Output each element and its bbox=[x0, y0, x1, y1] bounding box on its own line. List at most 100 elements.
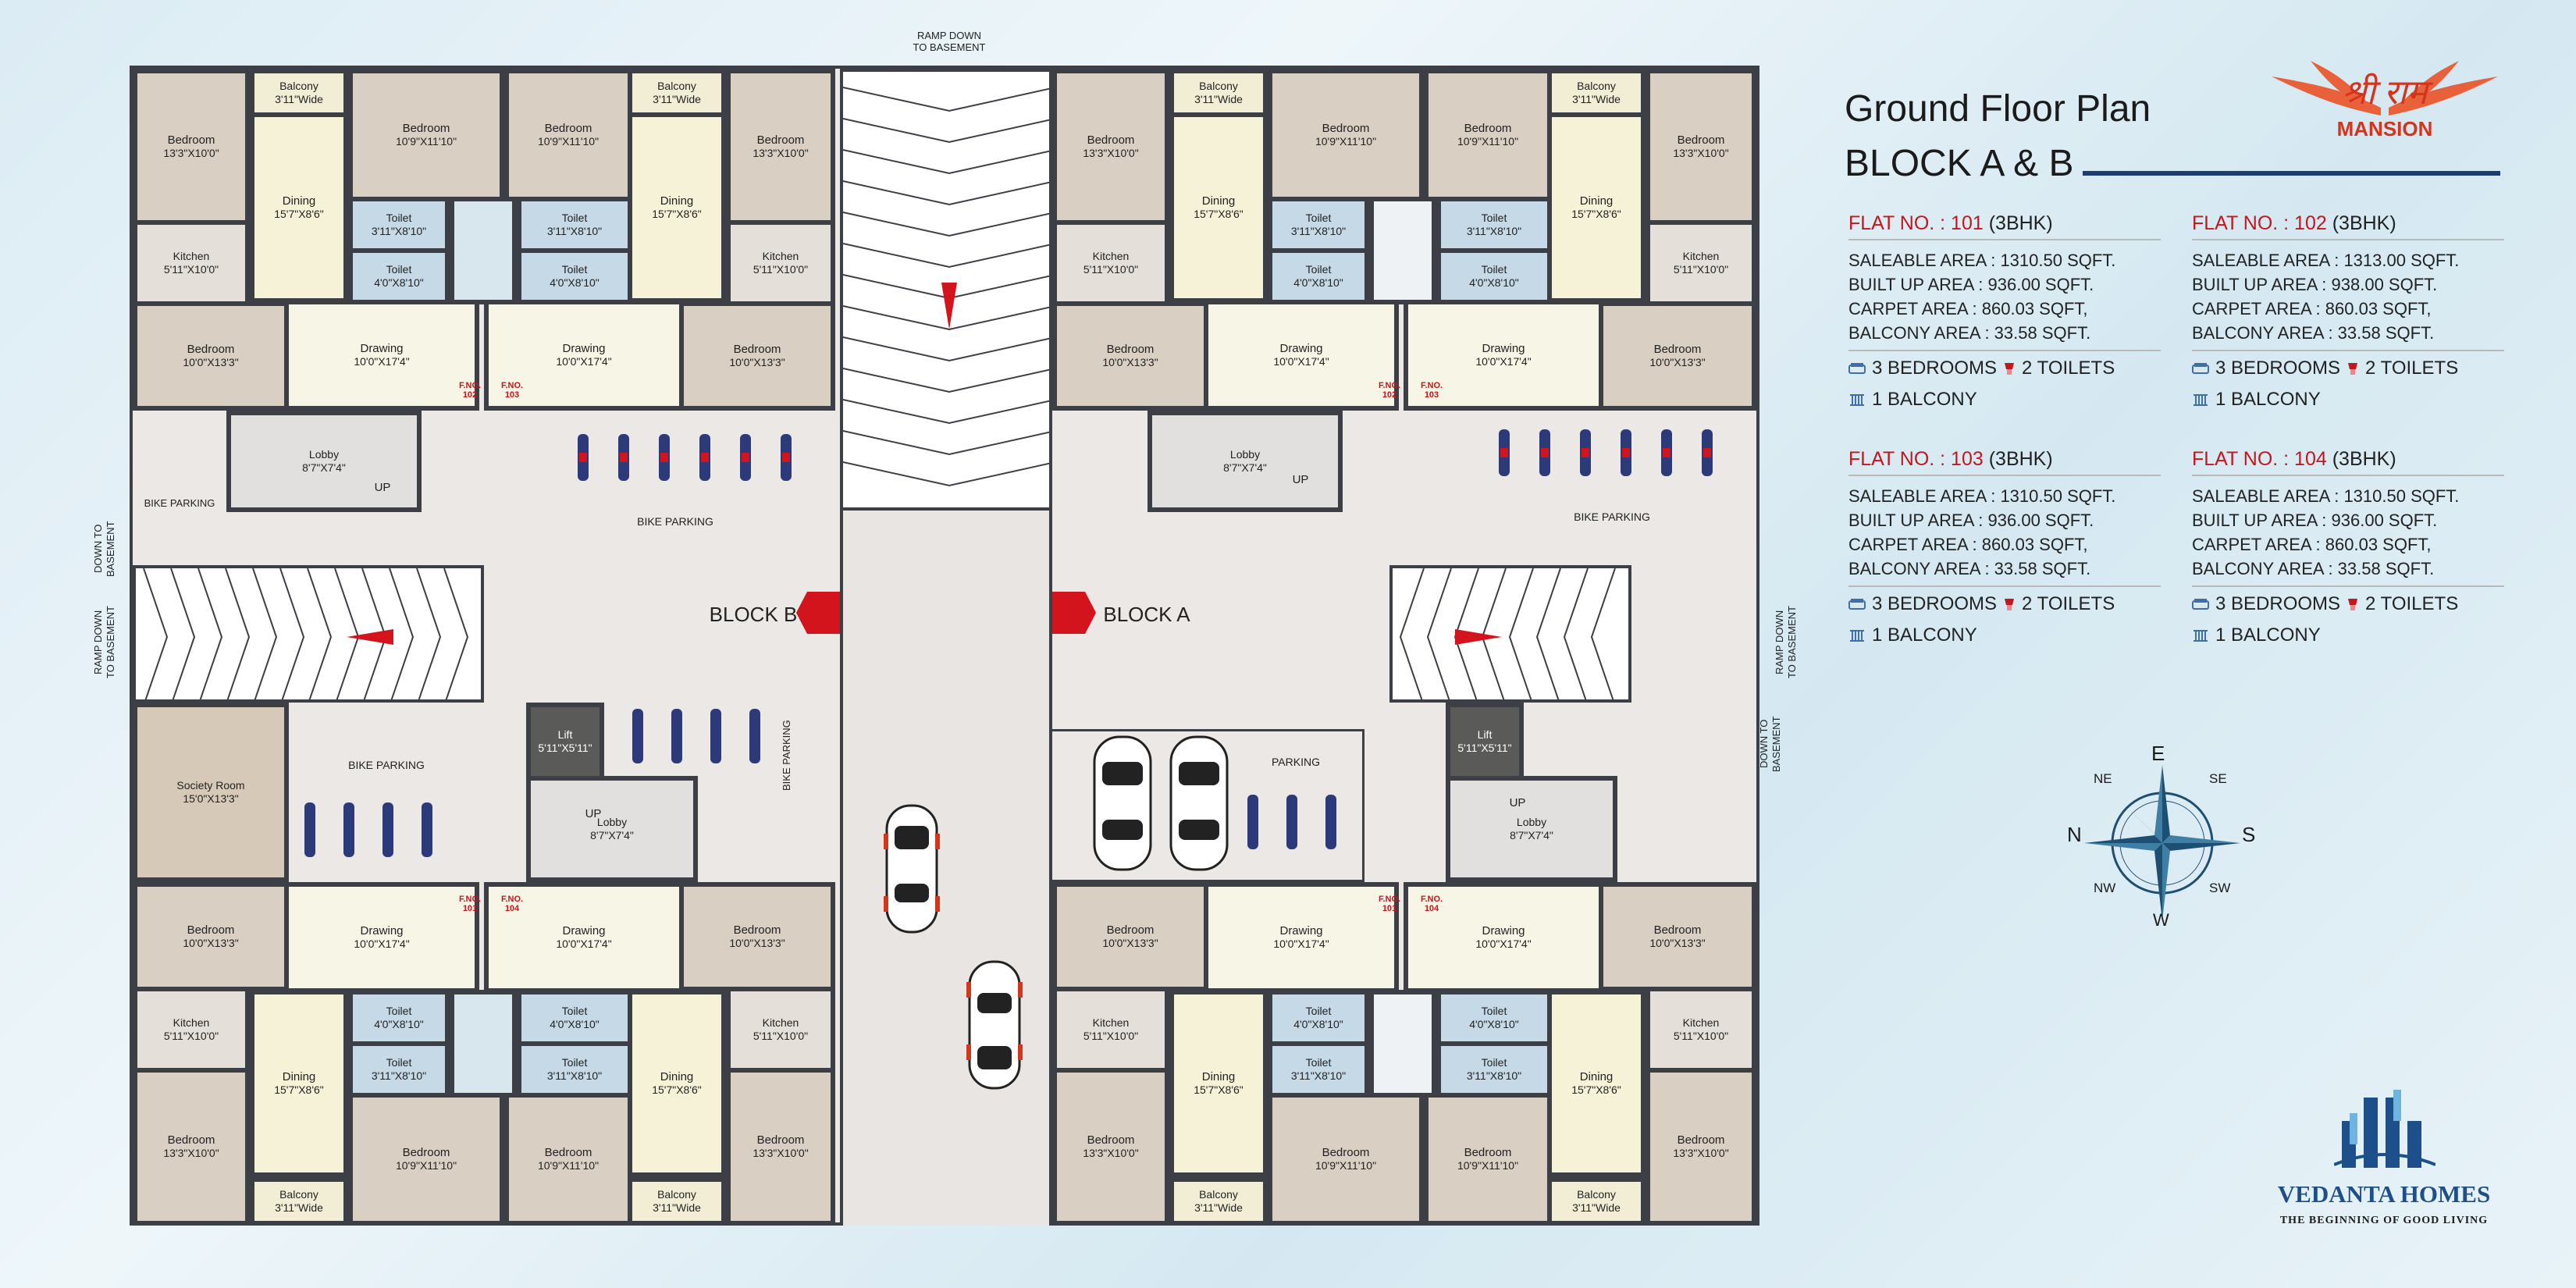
dining-b104: Dining 15'7"X8'6" bbox=[628, 990, 726, 1177]
room-name: Toilet bbox=[1481, 212, 1507, 224]
room-name: Bedroom bbox=[1087, 133, 1135, 147]
room-name: Dining bbox=[1201, 194, 1236, 208]
room-name: Drawing bbox=[1482, 924, 1525, 938]
room-name: Balcony bbox=[1577, 1188, 1616, 1201]
room-dim: 10'9"X11'10" bbox=[537, 135, 600, 148]
compass-sw: SW bbox=[2209, 881, 2231, 895]
room-dim: 5'11"X10'0" bbox=[1083, 263, 1139, 276]
bedroom-a103-3: Bedroom 10'0"X13'3" bbox=[1599, 301, 1756, 411]
room-name: Bedroom bbox=[544, 122, 592, 135]
carpet-area: CARPET AREA : 860.03 SQFT, bbox=[1848, 299, 2088, 318]
bedroom-b104-2: Bedroom 10'9"X11'10" bbox=[504, 1093, 632, 1226]
flat-areas: SALEABLE AREA : 1313.00 SQFT. BUILT UP A… bbox=[2192, 248, 2504, 345]
room-dim: 8'7"X7'4" bbox=[590, 829, 634, 841]
room-name: Toilet bbox=[386, 1005, 412, 1017]
room-dim: 10'0"X17'4" bbox=[556, 938, 612, 950]
room-dim: 13'3"X10'0" bbox=[163, 1147, 219, 1159]
room-name: Bedroom bbox=[733, 343, 781, 356]
bike-parking-label: BIKE PARKING bbox=[144, 497, 215, 509]
room-dim: 15'7"X8'6" bbox=[274, 1083, 324, 1096]
toilet-b104-1: Toilet 4'0"X8'10" bbox=[517, 990, 632, 1046]
bike-parking-label: BIKE PARKING bbox=[348, 759, 425, 771]
builtup-area: BUILT UP AREA : 936.00 SQFT. bbox=[1848, 511, 2094, 530]
room-dim: 5'11"X10'0" bbox=[163, 1030, 219, 1042]
page-subtitle: BLOCK A & B bbox=[1845, 143, 2074, 184]
room-dim: 10'0"X13'3" bbox=[1649, 937, 1706, 949]
room-dim: 15'7"X8'6" bbox=[652, 208, 702, 220]
shaft-a-top bbox=[1369, 197, 1436, 304]
room-dim: 8'7"X7'4" bbox=[1510, 829, 1553, 841]
room-dim: 10'0"X13'3" bbox=[183, 356, 239, 368]
toilet-b103-2: Toilet 4'0"X8'10" bbox=[517, 248, 632, 304]
balcony-icon bbox=[2194, 394, 2208, 406]
room-dim: 10'0"X17'4" bbox=[1475, 938, 1532, 950]
room-dim: 13'3"X10'0" bbox=[1083, 1147, 1139, 1159]
bedroom-a103-2: Bedroom 10'9"X11'10" bbox=[1424, 69, 1552, 201]
toilet-a102-2: Toilet 4'0"X8'10" bbox=[1268, 248, 1369, 304]
mansion-leaf-logo-icon bbox=[2272, 61, 2498, 116]
bedroom-b104-1: Bedroom 13'3"X10'0" bbox=[726, 1068, 835, 1226]
flat-type: (3BHK) bbox=[2332, 212, 2396, 234]
room-dim: 15'7"X8'6" bbox=[1194, 208, 1244, 220]
balcony-icon bbox=[1850, 394, 1864, 406]
divider bbox=[2192, 585, 2504, 587]
toilet-a104-2: Toilet 3'11"X8'10" bbox=[1436, 1041, 1552, 1098]
bedroom-b101-3: Bedroom 10'0"X13'3" bbox=[133, 882, 289, 991]
flat-areas: SALEABLE AREA : 1310.50 SQFT. BUILT UP A… bbox=[1848, 248, 2161, 345]
bed-icon bbox=[2192, 599, 2209, 610]
car-icon bbox=[1093, 735, 1152, 871]
saleable-area: SALEABLE AREA : 1310.50 SQFT. bbox=[2192, 486, 2460, 506]
room-name: Bedroom bbox=[167, 133, 215, 147]
balcony-area: BALCONY AREA : 33.58 SQFT. bbox=[2192, 323, 2435, 343]
balcony-area: BALCONY AREA : 33.58 SQFT. bbox=[1848, 323, 2091, 343]
room-dim: 10'9"X11'10" bbox=[395, 135, 457, 148]
room-name: Bedroom bbox=[1322, 122, 1370, 135]
room-dim: 8'7"X7'4" bbox=[1223, 461, 1267, 474]
bedroom-b104-3: Bedroom 10'0"X13'3" bbox=[679, 882, 835, 991]
room-name: Toilet bbox=[1481, 263, 1507, 276]
balcony-b101: Balcony 3'11"Wide bbox=[250, 1177, 348, 1226]
room-name: Bedroom bbox=[1106, 923, 1155, 937]
drawing-b101: Drawing 10'0"X17'4" bbox=[284, 882, 479, 993]
balcony-count: 1 BALCONY bbox=[1872, 389, 1977, 410]
room-name: Lobby bbox=[1229, 448, 1261, 461]
room-name: Kitchen bbox=[1682, 1016, 1720, 1029]
saleable-area: SALEABLE AREA : 1310.50 SQFT. bbox=[1848, 486, 2116, 506]
room-dim: 13'3"X10'0" bbox=[163, 147, 219, 159]
room-dim: 15'7"X8'6" bbox=[274, 208, 324, 220]
bedroom-a102-1: Bedroom 13'3"X10'0" bbox=[1052, 69, 1169, 225]
room-name: Kitchen bbox=[762, 1016, 799, 1029]
room-name: Kitchen bbox=[1682, 250, 1720, 262]
room-name: Toilet bbox=[1481, 1056, 1507, 1069]
compass-ne: NE bbox=[2094, 771, 2112, 786]
dining-a102: Dining 15'7"X8'6" bbox=[1169, 112, 1268, 303]
dining-b103: Dining 15'7"X8'6" bbox=[628, 112, 726, 303]
room-name: Toilet bbox=[1305, 263, 1332, 276]
balcony-count: 1 BALCONY bbox=[1872, 624, 1977, 646]
room-dim: 10'0"X17'4" bbox=[1273, 355, 1329, 368]
car-icon bbox=[966, 960, 1023, 1090]
room-dim: 10'0"X13'3" bbox=[1102, 356, 1158, 368]
flat-type: (3BHK) bbox=[1988, 448, 2053, 470]
room-dim: 4'0"X8'10" bbox=[1293, 276, 1343, 289]
balcony-area: BALCONY AREA : 33.58 SQFT. bbox=[2192, 559, 2435, 578]
room-name: Bedroom bbox=[1653, 343, 1702, 356]
room-dim: 13'3"X10'0" bbox=[1083, 147, 1139, 159]
up-label: UP bbox=[374, 481, 391, 494]
room-dim: 3'11"X8'10" bbox=[1466, 1069, 1522, 1082]
car-icon bbox=[884, 804, 940, 934]
builtup-area: BUILT UP AREA : 938.00 SQFT. bbox=[2192, 275, 2438, 294]
flat-heading: FLAT NO. : 101 (3BHK) bbox=[1848, 212, 2161, 240]
room-dim: 10'0"X17'4" bbox=[556, 355, 612, 368]
room-name: Dining bbox=[1579, 194, 1614, 208]
room-dim: 3'11"Wide bbox=[1194, 93, 1243, 105]
room-name: Kitchen bbox=[762, 250, 799, 262]
room-dim: 10'9"X11'10" bbox=[1457, 1159, 1519, 1172]
developer-tagline: THE BEGINNING OF GOOD LIVING bbox=[2279, 1215, 2489, 1226]
toilet-a101-2: Toilet 3'11"X8'10" bbox=[1268, 1041, 1369, 1098]
toilet-b103-1: Toilet 3'11"X8'10" bbox=[517, 197, 632, 253]
room-name: Bedroom bbox=[402, 122, 450, 135]
bike-row-icon bbox=[632, 709, 760, 763]
